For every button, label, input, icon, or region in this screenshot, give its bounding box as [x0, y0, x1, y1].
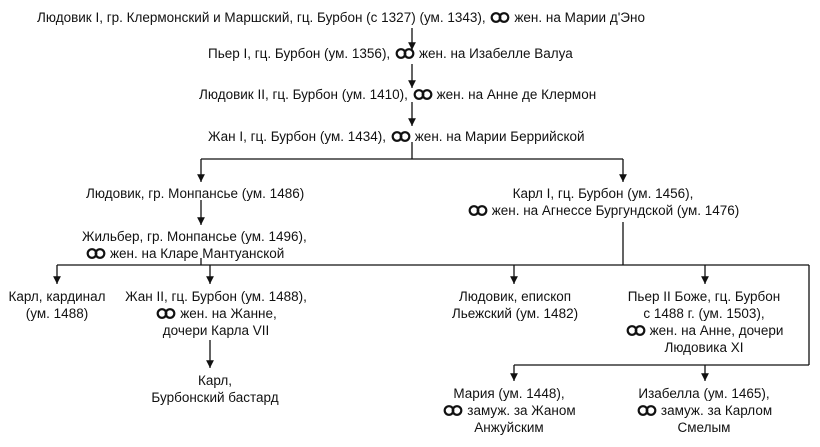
node-karl-bastard: Карл, Бурбонский бастард	[140, 372, 290, 406]
node-karl-cardinal: Карл, кардинал (ум. 1488)	[4, 288, 110, 322]
node-ludovik1: Людовик I, гр. Клермонский и Маршский, г…	[37, 9, 645, 26]
node-maria-spouse: замуж. за Жаном	[467, 403, 576, 418]
node-karl-cardinal-line2: (ум. 1488)	[25, 306, 89, 321]
node-zhilber-spouse: жен. на Кларе Мантуанской	[110, 246, 285, 261]
marriage-rings-icon	[636, 405, 658, 416]
node-zhan2: Жан II, гц. Бурбон (ум. 1488), жен. на Ж…	[121, 288, 311, 339]
marriage-rings-icon	[625, 325, 647, 336]
node-karl-bastard-line1: Карл,	[197, 373, 233, 388]
node-maria-line1: Мария (ум. 1448),	[453, 386, 565, 401]
node-maria: Мария (ум. 1448), замуж. за Жаном Анжуйс…	[424, 385, 594, 436]
marriage-rings-icon	[412, 89, 434, 100]
node-izabella-line1: Изабелла (ум. 1465),	[638, 386, 770, 401]
node-ludovik2-text: Людовик II, гц. Бурбон (ум. 1410),	[199, 87, 408, 102]
node-maria-line3: Анжуйским	[474, 420, 544, 435]
node-karl-bastard-line2: Бурбонский бастард	[151, 390, 279, 405]
node-karl1-spouse: жен. на Агнессе Бургундской (ум. 1476)	[491, 203, 740, 218]
node-pier1: Пьер I, гц. Бурбон (ум. 1356), жен. на И…	[208, 45, 573, 62]
marriage-rings-icon	[394, 48, 416, 59]
node-pier2-spouse: жен. на Анне, дочери	[649, 323, 784, 338]
node-karl1: Карл I, гц. Бурбон (ум. 1456), жен. на А…	[438, 185, 768, 219]
node-ludovik-monpansye-text: Людовик, гр. Монпансье (ум. 1486)	[86, 186, 305, 201]
node-zhilber: Жильбер, гр. Монпансье (ум. 1496), жен. …	[82, 228, 307, 262]
marriage-rings-icon	[155, 308, 177, 319]
node-zhan2-line1: Жан II, гц. Бурбон (ум. 1488),	[125, 289, 307, 304]
node-zhan2-line3: дочери Карла VII	[162, 323, 270, 338]
node-izabella: Изабелла (ум. 1465), замуж. за Карлом См…	[614, 385, 794, 436]
node-zhan1-spouse: жен. на Марии Беррийской	[414, 129, 585, 144]
node-ludovik-bishop-line2: Льежский (ум. 1482)	[451, 306, 579, 321]
node-pier1-text: Пьер I, гц. Бурбон (ум. 1356),	[208, 46, 391, 61]
node-zhan1: Жан I, гц. Бурбон (ум. 1434), жен. на Ма…	[208, 128, 585, 145]
node-ludovik2: Людовик II, гц. Бурбон (ум. 1410), жен. …	[199, 86, 596, 103]
node-pier2-line4: Людовика XI	[664, 340, 744, 355]
marriage-rings-icon	[85, 248, 107, 259]
node-ludovik1-text: Людовик I, гр. Клермонский и Маршский, г…	[37, 10, 486, 25]
marriage-rings-icon	[390, 131, 412, 142]
node-pier2-line1: Пьер II Боже, гц. Бурбон	[627, 289, 781, 304]
node-izabella-line3: Смелым	[677, 420, 731, 435]
node-zhan1-text: Жан I, гц. Бурбон (ум. 1434),	[208, 129, 387, 144]
node-ludovik-monpansye: Людовик, гр. Монпансье (ум. 1486)	[86, 185, 304, 202]
marriage-rings-icon	[442, 405, 464, 416]
node-ludovik-bishop-line1: Людовик, епископ	[458, 289, 572, 304]
node-ludovik2-spouse: жен. на Анне де Клермон	[436, 87, 597, 102]
node-zhilber-line1: Жильбер, гр. Монпансье (ум. 1496),	[82, 229, 307, 244]
node-ludovik-bishop: Людовик, епископ Льежский (ум. 1482)	[440, 288, 590, 322]
node-pier1-spouse: жен. на Изабелле Валуа	[418, 46, 573, 61]
node-ludovik1-spouse: жен. на Марии д'Эно	[514, 10, 645, 25]
marriage-rings-icon	[489, 12, 511, 23]
node-izabella-spouse: замуж. за Карлом	[660, 403, 773, 418]
node-karl1-line1: Карл I, гц. Бурбон (ум. 1456),	[512, 186, 694, 201]
node-pier2: Пьер II Боже, гц. Бурбон с 1488 г. (ум. …	[604, 288, 804, 356]
node-pier2-line2: с 1488 г. (ум. 1503),	[643, 306, 765, 321]
node-zhan2-spouse: жен. на Жанне,	[180, 306, 277, 321]
marriage-rings-icon	[467, 205, 489, 216]
node-karl-cardinal-line1: Карл, кардинал	[8, 289, 106, 304]
